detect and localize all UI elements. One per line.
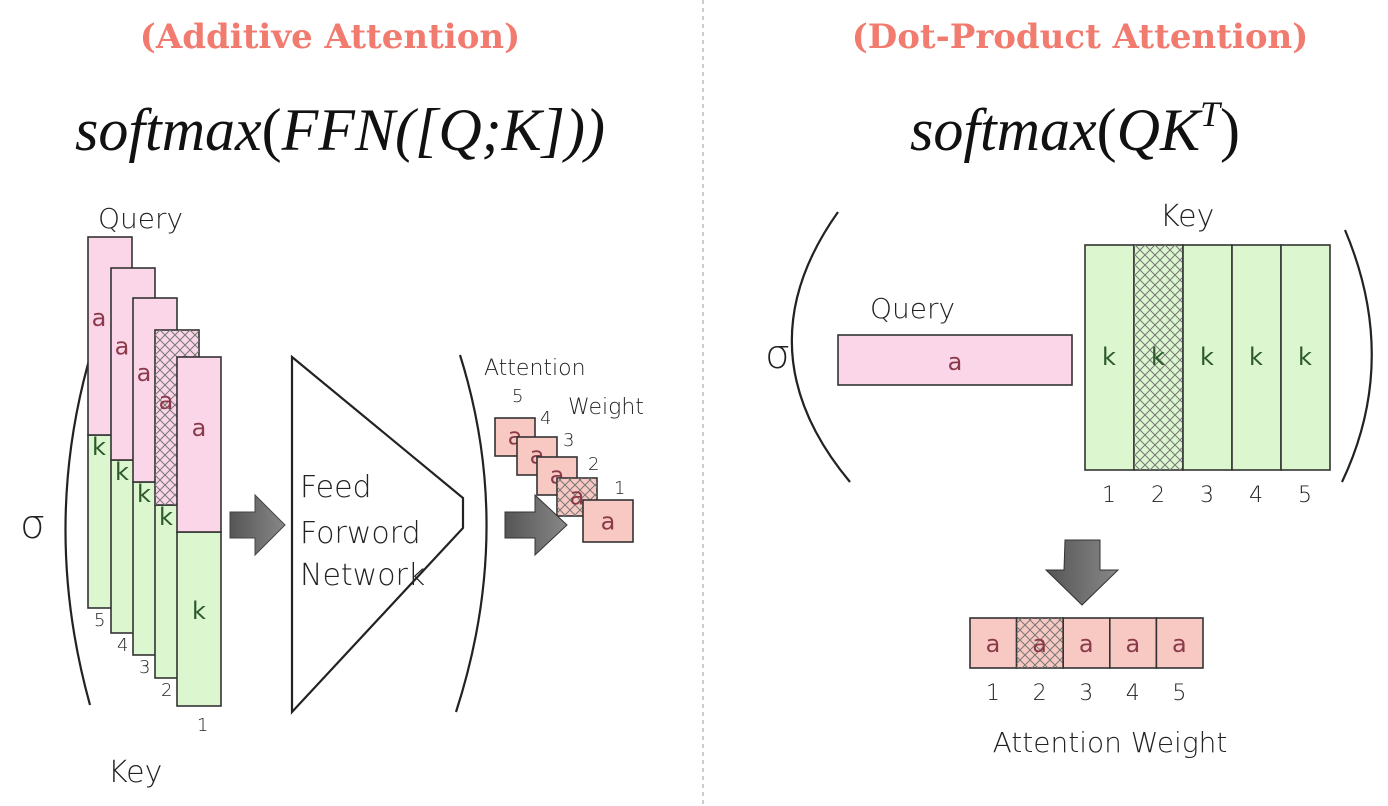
key-column-2: k2 bbox=[1133, 244, 1184, 508]
index-label: 3 bbox=[1079, 681, 1093, 706]
index-label: 4 bbox=[540, 408, 551, 429]
index-label: 4 bbox=[1126, 681, 1140, 706]
query-cell-label: a bbox=[159, 387, 174, 415]
index-label: 2 bbox=[588, 454, 599, 475]
ffn-triangle bbox=[290, 354, 465, 715]
query-key-stack-labels: a k 5 a k 4 a k 3 a k 2 a k 1 bbox=[92, 304, 209, 736]
weight-cell bbox=[1062, 617, 1111, 669]
key-column bbox=[1084, 244, 1135, 471]
ffn-label-1: Feed bbox=[300, 470, 372, 505]
weight-cell-label: a bbox=[601, 507, 616, 535]
weight-cell-label: a bbox=[986, 630, 1001, 658]
weight-cell-label: a bbox=[570, 483, 585, 511]
query-cell: a bbox=[948, 348, 963, 376]
highlight-hatch bbox=[1016, 618, 1064, 668]
index-label: 3 bbox=[139, 657, 150, 678]
attention-weight-label: Attention Weight bbox=[993, 726, 1228, 759]
weight-cell-1: a1 bbox=[969, 617, 1018, 706]
additive-formula: softmax(FFN([Q;K])) bbox=[75, 97, 605, 163]
key-cell-label: k bbox=[1200, 343, 1214, 371]
weight-cell-5: a5 bbox=[1155, 617, 1204, 706]
query-cell-label: a bbox=[92, 304, 107, 332]
query-cell-label: a bbox=[115, 332, 130, 360]
key-column-5: k5 bbox=[1280, 244, 1331, 508]
key-cell-label: k bbox=[115, 458, 129, 486]
query-key-stack bbox=[87, 236, 222, 707]
right-paren bbox=[454, 354, 488, 713]
left-paren bbox=[64, 349, 94, 706]
key-cell-label: k bbox=[1298, 343, 1312, 371]
index-label: 3 bbox=[1200, 483, 1214, 508]
index-label: 4 bbox=[1249, 483, 1263, 508]
key-column bbox=[1280, 244, 1331, 471]
key-cell bbox=[176, 531, 222, 707]
dot-product-formula: softmax(QKT) bbox=[910, 94, 1240, 163]
index-label: 2 bbox=[161, 680, 172, 701]
ffn-label-3: Network bbox=[300, 558, 425, 593]
weight-cell-4: a4 bbox=[1109, 617, 1158, 706]
index-label: 1 bbox=[986, 681, 1000, 706]
right-arrow-icon bbox=[504, 493, 568, 557]
weight-cell-1: a1 bbox=[582, 478, 634, 543]
weight-cell-label: a bbox=[1079, 630, 1094, 658]
weight-cell bbox=[582, 499, 634, 543]
weight-cell-label: a bbox=[1125, 630, 1140, 658]
key-cell-label: k bbox=[92, 433, 106, 461]
right-arrow-icon bbox=[229, 493, 286, 557]
key-cell-label: k bbox=[159, 503, 173, 531]
sigma: σ bbox=[20, 502, 45, 548]
weight-cell-label: a bbox=[1172, 630, 1187, 658]
index-label: 2 bbox=[1033, 681, 1047, 706]
query-key-pair-1 bbox=[176, 356, 222, 707]
index-label: 5 bbox=[1172, 681, 1186, 706]
key-label: Key bbox=[1160, 199, 1214, 234]
ffn-label-2: Forword bbox=[300, 516, 421, 551]
index-label: 5 bbox=[94, 610, 105, 631]
weight-cell bbox=[969, 617, 1018, 669]
highlight-hatch bbox=[1134, 245, 1183, 470]
key-column-3: k3 bbox=[1182, 244, 1233, 508]
index-label: 1 bbox=[197, 715, 208, 736]
query-cell-label: a bbox=[137, 359, 152, 387]
index-label: 1 bbox=[614, 478, 625, 499]
down-arrow-icon bbox=[1044, 539, 1120, 606]
weight-cell bbox=[1155, 617, 1204, 669]
right-paren bbox=[1341, 229, 1373, 483]
query-label: Query bbox=[98, 202, 183, 235]
weight-cell-2: a2 bbox=[1015, 617, 1064, 706]
index-label: 5 bbox=[512, 386, 523, 407]
query-label: Query bbox=[870, 292, 955, 325]
weight-cell bbox=[1109, 617, 1158, 669]
key-cell-label: k bbox=[1249, 343, 1263, 371]
key-label: Key bbox=[108, 755, 162, 790]
index-label: 2 bbox=[1151, 483, 1165, 508]
key-cell-label: k bbox=[1151, 343, 1165, 371]
dot-product-title: (Dot-Product Attention) bbox=[852, 17, 1309, 57]
key-column-1: k1 bbox=[1084, 244, 1135, 508]
weight-label-1: Attention bbox=[484, 356, 586, 381]
sigma: σ bbox=[765, 332, 790, 378]
index-label: 1 bbox=[1102, 483, 1116, 508]
key-column-4: k4 bbox=[1231, 244, 1282, 508]
additive-title: (Additive Attention) bbox=[140, 17, 520, 57]
weight-cell-3: a3 bbox=[1062, 617, 1111, 706]
index-label: 4 bbox=[117, 635, 128, 656]
query-cell-label: a bbox=[192, 414, 207, 442]
key-cell-label: k bbox=[192, 597, 206, 625]
key-cell-label: k bbox=[1102, 343, 1116, 371]
index-label: 3 bbox=[563, 430, 574, 451]
weight-label-2: Weight bbox=[568, 395, 644, 420]
query-cell bbox=[176, 356, 222, 533]
index-label: 5 bbox=[1298, 483, 1312, 508]
key-cell-label: k bbox=[137, 480, 151, 508]
query-vector bbox=[837, 334, 1073, 386]
weight-cell-label: a bbox=[1032, 630, 1047, 658]
left-paren bbox=[790, 211, 851, 483]
